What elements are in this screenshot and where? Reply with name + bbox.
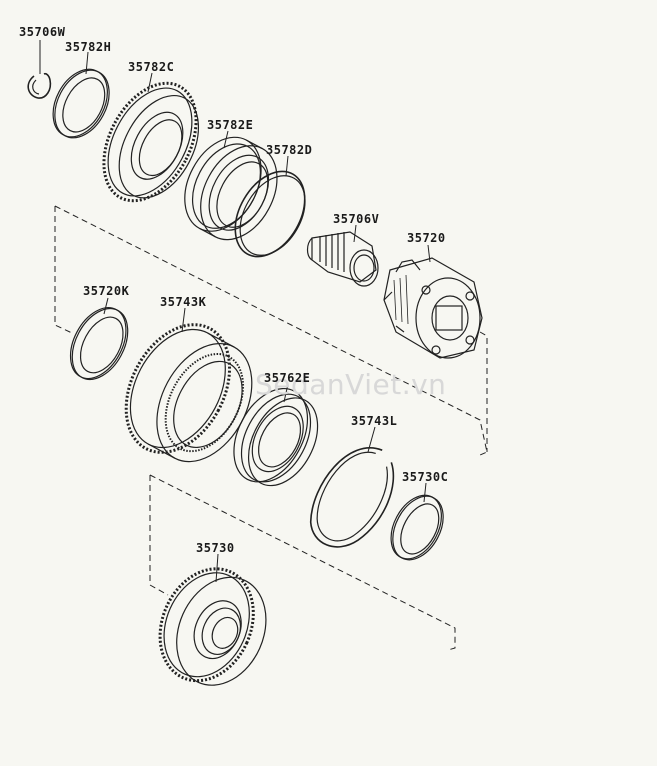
- part-35782c-gear: [102, 81, 200, 203]
- part-label-35782d[interactable]: 35782D: [266, 143, 313, 157]
- part-35782e-bearing: [184, 136, 278, 241]
- part-label-35782c[interactable]: 35782C: [128, 60, 175, 74]
- part-35730c-washer: [390, 494, 444, 561]
- part-label-35720[interactable]: 35720: [407, 231, 446, 245]
- part-label-35782e[interactable]: 35782E: [207, 118, 254, 132]
- part-35706w-snap-ring: [27, 72, 52, 99]
- part-35706v-shaft: [306, 231, 379, 287]
- part-label-35720k[interactable]: 35720K: [83, 284, 130, 298]
- part-label-35706w[interactable]: 35706W: [19, 25, 66, 39]
- part-label-35743l[interactable]: 35743L: [351, 414, 398, 428]
- part-label-35706v[interactable]: 35706V: [333, 212, 380, 226]
- part-35743l-snap-ring: [309, 447, 395, 548]
- part-35730-sun-gear: [158, 567, 267, 686]
- part-35720k-washer: [69, 307, 129, 380]
- assembly-dashed-lines: [54, 205, 488, 651]
- part-35762e-bearing: [233, 387, 319, 487]
- watermark-text: SedanViet.vn: [255, 368, 447, 401]
- part-label-35730c[interactable]: 35730C: [402, 470, 449, 484]
- part-label-35743k[interactable]: 35743K: [160, 295, 207, 309]
- part-label-35782h[interactable]: 35782H: [65, 40, 112, 54]
- part-label-35762e[interactable]: 35762E: [264, 371, 311, 385]
- part-label-35730[interactable]: 35730: [196, 541, 235, 555]
- part-35782d-ring: [234, 170, 306, 258]
- part-35782h-washer: [52, 68, 110, 139]
- part-35720-carrier: [383, 257, 483, 359]
